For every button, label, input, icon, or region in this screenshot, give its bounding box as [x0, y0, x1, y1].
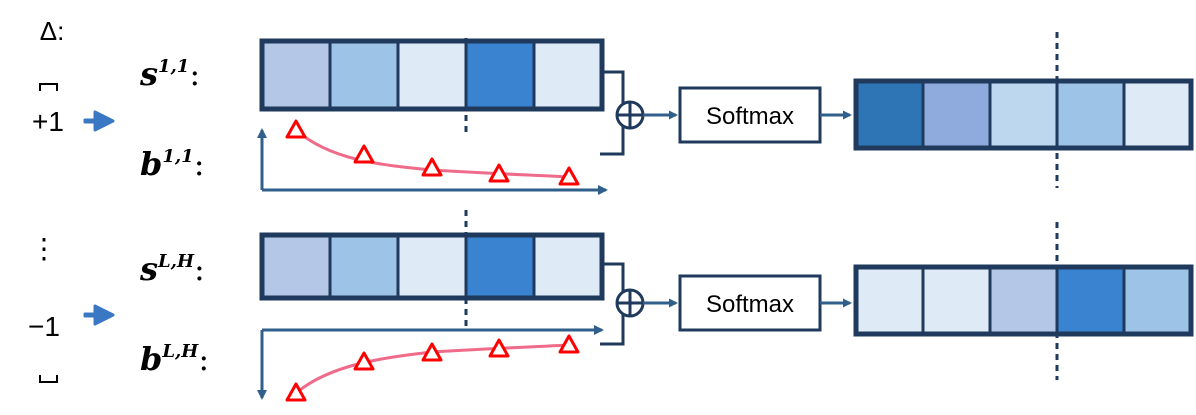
- row-2-b-label: bL,H:: [140, 340, 209, 378]
- delta-label: Δ:: [40, 16, 65, 46]
- row-2-triangle-marker: [488, 338, 510, 358]
- row-1-output-cell: [921, 79, 992, 150]
- row-1-output-vector: [853, 78, 1194, 151]
- range-bracket-top: [39, 83, 58, 91]
- row-1-sign: +1: [32, 106, 64, 137]
- row-2-s-label: sL,H:: [139, 250, 205, 288]
- row-1-output-frame: [853, 78, 1194, 151]
- row-1-score-cell: [260, 39, 332, 111]
- row-1-score-cell: [464, 39, 536, 111]
- row-2-output-vector: [853, 264, 1194, 337]
- row-2-sign: −1: [28, 311, 60, 342]
- row-1-arrow-icon: [83, 110, 115, 132]
- row-2-output-cell: [1055, 265, 1126, 336]
- row-2-output-frame: [853, 264, 1194, 337]
- range-bracket-bottom: [39, 375, 58, 383]
- row-1-triangle-marker: [558, 166, 580, 186]
- row-1-b-label: b1,1:: [140, 145, 204, 183]
- row-2-output-cell: [921, 265, 992, 336]
- row-1-s-label: s1,1:: [139, 55, 200, 93]
- row-1-softmax-label: Softmax: [706, 103, 794, 130]
- row-2-labels: −1 sL,H: bL,H:: [28, 250, 209, 383]
- row-1-triangle-marker: [488, 163, 510, 183]
- row-1-labels: +1 s1,1: b1,1:: [32, 55, 204, 183]
- row-2-softmax-box: [678, 274, 822, 332]
- row-2-output-cell: [854, 265, 925, 336]
- row-1-score-cell: [532, 39, 604, 111]
- row-2-triangle-marker: [353, 351, 375, 371]
- row-1-score-cell: [328, 39, 400, 111]
- row-1-add-icon: [615, 100, 645, 130]
- ellipsis: ⋮: [30, 233, 58, 264]
- row-2-score-cell: [464, 233, 536, 300]
- row-2-score-cell: [328, 233, 400, 300]
- row-1: Softmax: [257, 32, 1194, 195]
- row-2-triangle-marker: [558, 334, 580, 354]
- row-1-triangle-marker: [421, 157, 443, 177]
- row-2-score-vector: [259, 232, 605, 301]
- row-2-score-frame: [259, 232, 605, 301]
- row-2-score-cell: [396, 233, 468, 300]
- row-2-triangle-marker: [421, 342, 443, 362]
- row-1-score-cell: [396, 39, 468, 111]
- row-1-score-vector: [259, 38, 605, 112]
- row-1-softmax-box: [678, 86, 822, 144]
- row-2-triangle-marker: [285, 382, 307, 402]
- row-2-softmax-label: Softmax: [706, 291, 794, 318]
- row-2-score-cell: [532, 233, 604, 300]
- row-1-output-cell: [854, 79, 925, 150]
- row-1-triangle-marker: [285, 119, 307, 139]
- row-1-bias-markers: [285, 119, 580, 186]
- row-1-triangle-marker: [353, 144, 375, 164]
- row-2-output-cell: [988, 265, 1059, 336]
- row-2: Softmax: [257, 210, 1194, 402]
- row-1-output-cell: [1122, 79, 1193, 150]
- row-1-score-frame: [259, 38, 605, 112]
- row-1-output-cell: [988, 79, 1059, 150]
- row-2-output-cell: [1122, 265, 1193, 336]
- row-2-arrow-icon: [83, 304, 115, 326]
- row-2-bias-markers: [285, 334, 580, 402]
- row-2-add-icon: [615, 288, 645, 318]
- row-2-score-cell: [260, 233, 332, 300]
- row-1-output-cell: [1055, 79, 1126, 150]
